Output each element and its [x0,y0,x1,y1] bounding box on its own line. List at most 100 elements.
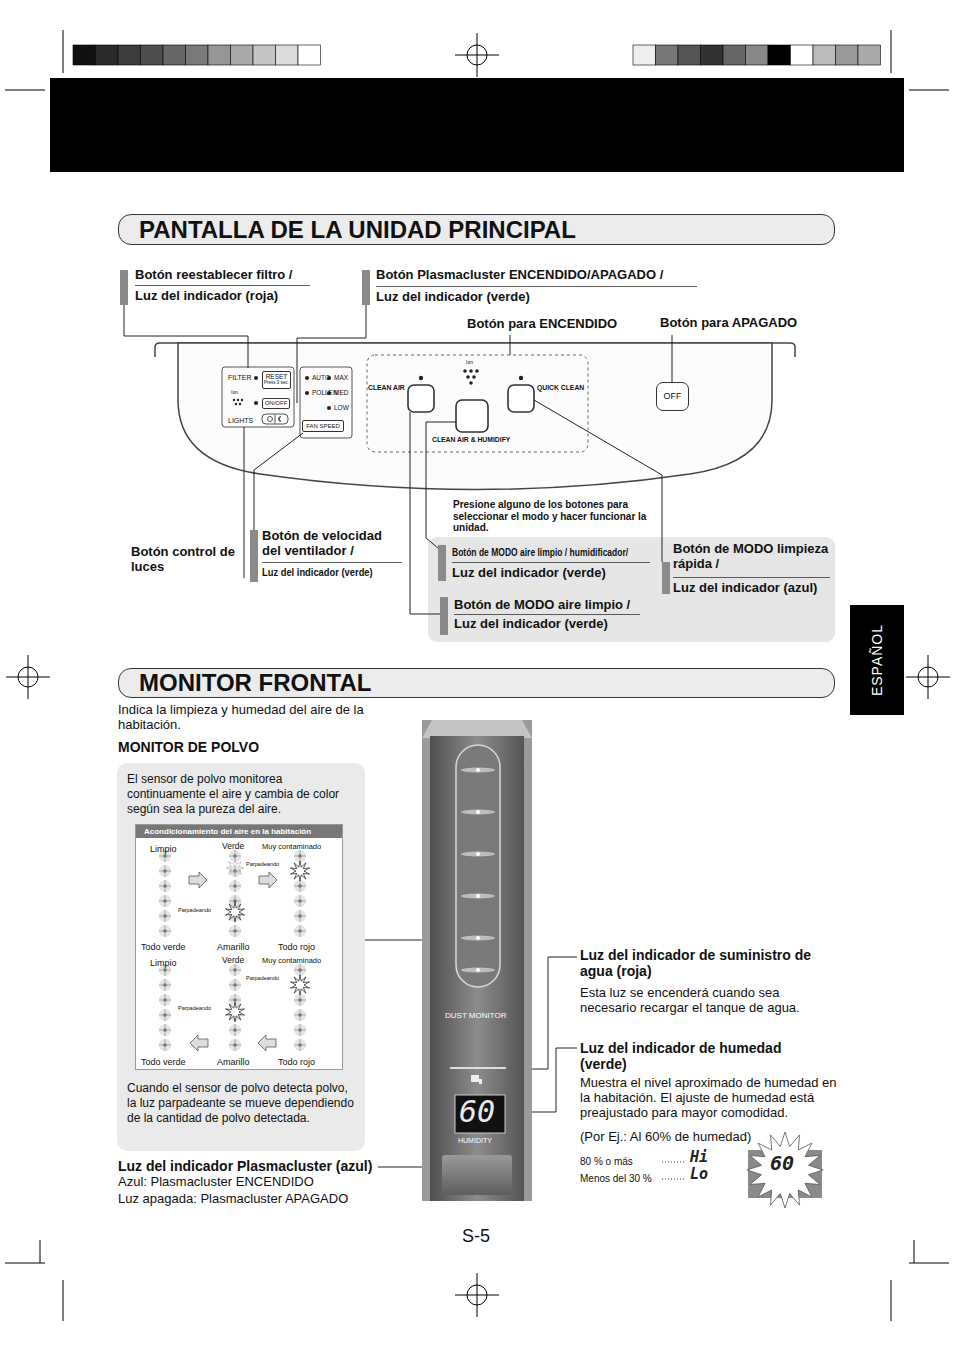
chart-label: Verde [222,842,244,852]
indicator-dot [469,369,473,373]
dust-light-sample [159,910,171,922]
registration-mark [6,33,950,1317]
display-text: HUMIDITY [770,1186,794,1192]
dust-light-sample [294,1039,306,1051]
color-bar [141,45,164,65]
front-monitor [476,768,480,772]
dust-light-sample [159,1009,171,1021]
chart-header: Acondicionamiento del aire en la habitac… [136,825,342,838]
leader-line [672,335,673,382]
crop-mark [5,30,949,1321]
front-monitor [476,936,480,940]
front-monitor [422,720,532,1201]
color-bar [208,45,231,65]
note-text: Indica la limpieza y humedad del aire de… [118,703,408,733]
color-bar [723,45,746,65]
dust-light-sample [298,1013,302,1017]
callout-label: Luz del indicador (roja) [135,289,278,304]
chart-label: Muy contaminado [262,843,321,852]
control-panel [367,355,588,452]
color-bar [276,45,299,65]
note-text: Luz apagada: Plasmacluster APAGADO [118,1192,348,1207]
front-monitor [461,768,495,773]
section-subheading: MONITOR DE POLVO [118,739,259,755]
dust-light-sample [298,1028,302,1032]
color-bar [791,45,814,65]
display-text: Hi [690,1150,708,1165]
control-panel [279,417,282,422]
display-text: HUMIDITY [458,1137,492,1145]
note-text: Muestra el nivel aproximado de humedad e… [580,1076,838,1121]
registration-mark [906,655,950,699]
description-text: Cuando el sensor de polvo detecta polvo,… [127,1081,357,1126]
node-text: FAN SPEED [306,423,340,429]
callout-label: Luz del indicador Plasmacluster (azul) [118,1158,372,1174]
node-text: OFF [664,392,682,401]
display-sample [747,1132,823,1208]
dust-light-sample [163,1013,167,1017]
dust-light-sample [259,872,277,888]
dust-light-sample [163,929,167,933]
front-monitor [476,852,480,856]
chart-label: Muy contaminado [262,957,321,966]
dust-light-sample [294,994,306,1006]
panel-marking: MAX [334,374,348,381]
leader-line [124,305,672,1167]
note-text: Presione alguno de los botones para sele… [453,499,653,534]
dust-light-sample [294,925,306,937]
callout-label: Botón Plasmacluster ENCENDIDO/APAGADO / [376,268,663,283]
indicator-dot [254,401,258,405]
indicator-dot [466,375,470,379]
node-text: RESET [266,374,288,381]
indicator-dot [519,376,523,380]
dust-light-sample [258,1035,276,1051]
dust-light-sample [159,1039,171,1051]
color-bar [701,45,724,65]
control-panel [222,355,588,452]
front-monitor [461,968,495,973]
dust-light-sample [298,899,302,903]
note-text: (Por Ej.: Al 60% de humedad) [580,1130,751,1145]
dust-light-sample [163,998,167,1002]
mode-button [456,400,488,432]
color-bar [633,45,656,65]
color-bar [746,45,769,65]
front-monitor [422,720,532,738]
dust-light-sample [229,1024,241,1036]
color-bar [253,45,276,65]
node-text: Press 3 sec. [264,381,289,386]
indicator-dot [472,375,476,379]
registration-mark [455,1273,499,1317]
front-monitor [450,1067,506,1069]
leader-line [124,305,248,368]
dust-light-sample [159,979,171,991]
dust-light-sample [189,872,207,888]
dust-light-sample [294,850,306,862]
dust-light-sample [159,1024,171,1036]
dust-light-sample [163,869,167,873]
chart-label: Parpadeando [178,1005,211,1011]
label-underline [135,286,830,615]
registration-mark [455,33,499,77]
indicator-dot [419,376,423,380]
color-bar [813,45,836,65]
panel-marking: CLEAN AIR [368,383,405,392]
label-bar [662,562,670,594]
callout-label: Botón reestablecer filtro / [135,268,292,283]
indicator-dot [239,403,241,405]
dust-light-sample [294,880,306,892]
dust-light-sample [233,968,237,972]
dust-light-sample [159,895,171,907]
front-monitor [456,745,500,987]
indicator-dot [237,399,239,401]
front-monitor [430,736,524,1201]
callout-label: Luz del indicador de suministro de agua … [580,947,830,979]
indicator-dot [475,369,479,373]
panel-marking: Ion [231,390,238,396]
dust-light-sample [294,925,306,937]
chart-label: Todo verde [141,942,186,952]
dust-light-sample [233,1028,237,1032]
panel-marking: FILTER [228,374,252,382]
front-monitor [461,810,495,815]
indicator-dot [305,376,309,380]
